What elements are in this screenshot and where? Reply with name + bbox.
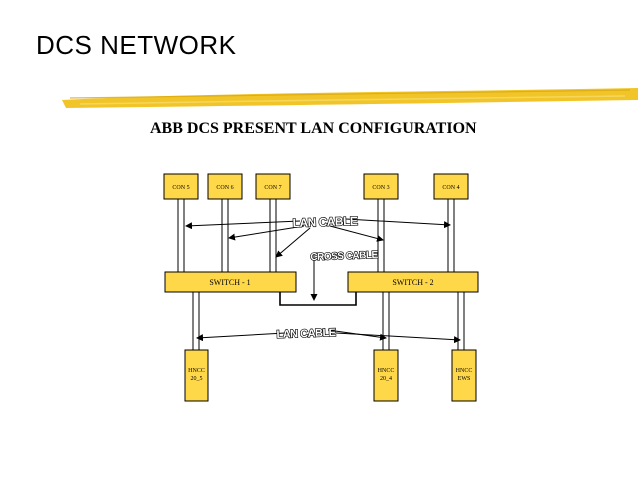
console-node: CON 4 (433, 173, 469, 200)
console-label: CON 3 (372, 185, 389, 191)
console-node: CON 5 (163, 173, 199, 200)
console-label: CON 5 (172, 185, 189, 191)
host-label-line1: HNCC (456, 368, 473, 374)
host-label-line2: 20_4 (380, 376, 392, 382)
callout-arrow (196, 332, 286, 342)
callout-arrow (335, 332, 461, 344)
switch-node: SWITCH - 1 (164, 271, 297, 293)
console-node: CON 7 (255, 173, 291, 200)
host-node: HNCC 20_4 (373, 349, 399, 402)
console-label: CON 4 (442, 185, 459, 191)
lan-cable-bottom-arrows (196, 329, 461, 344)
callout-arrow (345, 218, 451, 229)
callout-arrow (329, 225, 384, 242)
lan-cable-top-arrows (185, 218, 451, 258)
host-label-line1: HNCC (188, 368, 205, 374)
console-node: CON 6 (207, 173, 243, 200)
cross-cable-label: CROSS CABLE (310, 250, 378, 263)
console-label: CON 6 (216, 185, 233, 191)
host-node: HNCC EWS (451, 349, 477, 402)
console-node: CON 3 (363, 173, 399, 200)
callout-arrow (275, 227, 311, 258)
switch-label: SWITCH - 2 (392, 278, 433, 287)
host-node: HNCC 20_5 (184, 349, 209, 402)
callout-arrow (228, 225, 305, 241)
slide-title: DCS NETWORK (36, 30, 237, 60)
callout-arrow (185, 220, 301, 230)
cross-cable-arrow (310, 252, 322, 301)
highlighter-underline (62, 88, 638, 108)
lan-cable-label-bottom: LAN CABLE (276, 327, 336, 341)
lan-cable-label-top: LAN CABLE (292, 214, 358, 230)
console-label: CON 7 (264, 185, 281, 191)
switch-label: SWITCH - 1 (209, 278, 250, 287)
cross-cable-link (279, 292, 357, 306)
host-label-line2: 20_5 (191, 376, 203, 382)
diagram-title: ABB DCS PRESENT LAN CONFIGURATION (150, 120, 477, 137)
host-label-line1: HNCC (378, 368, 395, 374)
host-label-line2: EWS (458, 376, 471, 382)
switch-node: SWITCH - 2 (347, 271, 479, 293)
